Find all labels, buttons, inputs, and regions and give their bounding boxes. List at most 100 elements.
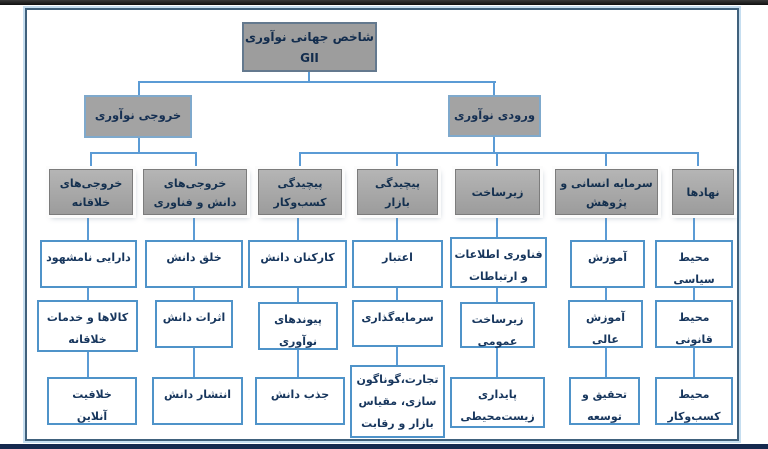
sub-tertiary-education: آموزش عالی	[568, 300, 643, 348]
connector-line	[697, 152, 699, 170]
sub-label: پایداری زیست‌محیطی	[460, 388, 535, 423]
pillar-knowledge-technology-outputs: خروجی‌های دانش و فناوری	[143, 169, 247, 215]
sub-label: خلق دانش	[166, 251, 222, 264]
sub-label: انتشار دانش	[164, 388, 231, 401]
connector-line	[195, 152, 197, 170]
sub-label: فناوری اطلاعات و ارتباطات	[454, 248, 543, 283]
connector-line	[496, 348, 498, 377]
innovation-output-label: خروجی نوآوری	[94, 108, 182, 122]
pillar-label: سرمایه انسانی و پژوهش	[560, 177, 653, 209]
connector-line	[496, 288, 498, 302]
sub-business-environment: محیط کسب‌وکار	[655, 377, 733, 425]
connector-line	[605, 288, 607, 300]
node-innovation-input: ورودی نوآوری	[448, 95, 541, 137]
connector-line	[193, 348, 195, 377]
sub-knowledge-workers: کارکنان دانش	[248, 240, 347, 288]
innovation-input-label: ورودی نوآوری	[453, 108, 536, 122]
sub-label: اثرات دانش	[162, 311, 226, 324]
connector-line	[396, 152, 398, 170]
sub-label: تحقیق و توسعه	[581, 388, 628, 423]
connector-line	[605, 152, 607, 170]
connector-line	[493, 137, 495, 152]
connector-line	[138, 81, 496, 83]
connector-line	[493, 81, 495, 96]
connector-line	[396, 288, 398, 300]
connector-line	[605, 348, 607, 377]
connector-line	[193, 288, 195, 300]
connector-line	[138, 81, 140, 96]
sub-intangible-assets: دارایی نامشهود	[40, 240, 137, 288]
sub-regulatory-environment: محیط قانونی	[655, 300, 733, 348]
connector-line	[605, 215, 607, 240]
sub-label: زیرساخت عمومی	[471, 313, 524, 348]
pillar-human-capital-research: سرمایه انسانی و پژوهش	[555, 169, 658, 215]
connector-line	[90, 152, 92, 170]
sub-label: کالاها و خدمات خلاقانه	[46, 311, 129, 346]
bottom-letterbox-bar	[0, 444, 768, 449]
sub-label: محیط قانونی	[675, 311, 713, 346]
sub-investment: سرمایه‌گذاری	[352, 300, 443, 347]
sub-online-creativity: خلاقیت آنلاین	[47, 377, 137, 425]
pillar-business-sophistication: پیچیدگی کسب‌وکار	[258, 169, 342, 215]
sub-label: محیط سیاسی	[673, 251, 715, 286]
sub-label: آموزش عالی	[586, 311, 625, 346]
connector-line	[193, 215, 195, 240]
connector-line	[138, 138, 140, 152]
sub-research-development: تحقیق و توسعه	[569, 377, 640, 425]
sub-knowledge-impact: اثرات دانش	[155, 300, 233, 348]
sub-knowledge-creation: خلق دانش	[145, 240, 243, 288]
sub-label: تجارت،گوناگون سازی، مقیاس بازار و رقابت	[356, 373, 439, 430]
sub-education: آموزش	[570, 240, 645, 288]
sub-ict: فناوری اطلاعات و ارتباطات	[450, 237, 547, 288]
sub-label: سرمایه‌گذاری	[361, 311, 434, 324]
pillar-infrastructure: زیرساخت	[455, 169, 540, 215]
connector-line	[308, 72, 310, 81]
sub-label: اعتبار	[382, 251, 413, 264]
connector-line	[396, 347, 398, 365]
sub-innovation-linkages: پیوندهای نوآوری	[258, 302, 338, 350]
node-innovation-output: خروجی نوآوری	[84, 95, 192, 138]
connector-line	[299, 152, 699, 154]
sub-trade-diversification-market-scale-competition: تجارت،گوناگون سازی، مقیاس بازار و رقابت	[350, 365, 445, 438]
sub-label: پیوندهای نوآوری	[274, 313, 322, 348]
connector-line	[87, 215, 89, 240]
connector-line	[90, 152, 197, 154]
connector-line	[496, 215, 498, 237]
sub-label: جذب دانش	[270, 388, 330, 401]
pillar-label: پیچیدگی بازار	[375, 177, 420, 209]
connector-line	[396, 215, 398, 240]
sub-label: دارایی نامشهود	[46, 251, 131, 264]
connector-line	[299, 152, 301, 170]
sub-label: خلاقیت آنلاین	[72, 388, 112, 423]
pillar-label: پیچیدگی کسب‌وکار	[273, 177, 327, 209]
connector-line	[297, 288, 299, 302]
pillar-institutions: نهادها	[672, 169, 734, 215]
sub-creative-goods-services: کالاها و خدمات خلاقانه	[37, 300, 138, 352]
sub-ecological-sustainability: پایداری زیست‌محیطی	[450, 377, 545, 428]
connector-line	[87, 288, 89, 300]
sub-label: آموزش	[588, 251, 627, 264]
sub-knowledge-absorption: جذب دانش	[255, 377, 345, 425]
sub-credit: اعتبار	[352, 240, 443, 288]
connector-line	[693, 288, 695, 300]
connector-line	[297, 215, 299, 240]
connector-line	[693, 215, 695, 240]
sub-label: کارکنان دانش	[260, 251, 335, 264]
top-letterbox-bar	[0, 0, 768, 5]
connector-line	[297, 350, 299, 377]
sub-general-infrastructure: زیرساخت عمومی	[460, 302, 535, 348]
connector-line	[87, 352, 89, 377]
pillar-label: خروجی‌های خلاقانه	[59, 177, 123, 209]
sub-knowledge-diffusion: انتشار دانش	[152, 377, 243, 425]
sub-label: محیط کسب‌وکار	[667, 388, 721, 423]
connector-line	[496, 152, 498, 170]
gii-code: GII	[300, 51, 319, 65]
pillar-market-sophistication: پیچیدگی بازار	[357, 169, 438, 215]
pillar-label: نهادها	[686, 186, 720, 199]
pillar-creative-outputs: خروجی‌های خلاقانه	[49, 169, 133, 215]
sub-political-environment: محیط سیاسی	[655, 240, 733, 288]
pillar-label: زیرساخت	[471, 186, 524, 199]
